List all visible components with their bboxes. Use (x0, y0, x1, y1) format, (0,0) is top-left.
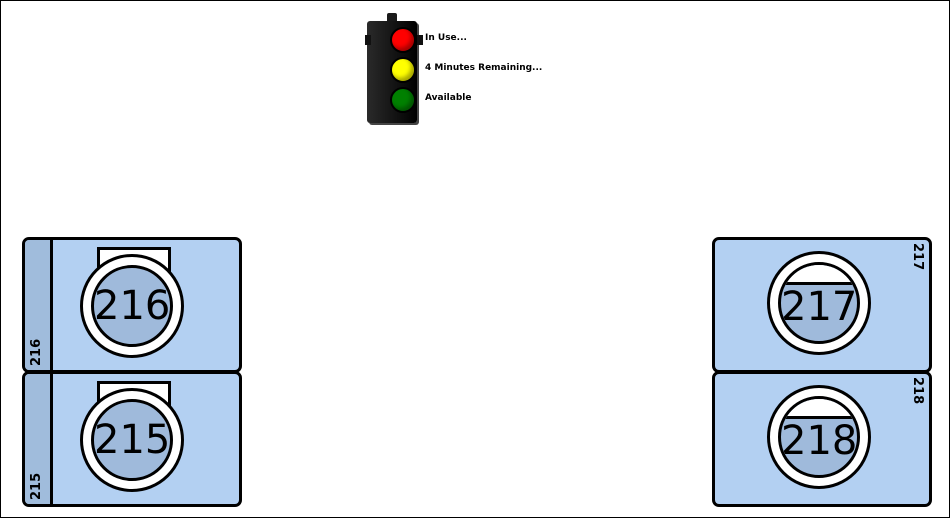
room-215-side-strip: 215 (25, 374, 53, 504)
status-legend: In Use... 4 Minutes Remaining... Availab… (365, 13, 565, 125)
room-218[interactable]: 218 218 (712, 371, 932, 507)
traffic-light-bracket-right (417, 35, 423, 45)
green-light-icon (390, 87, 416, 113)
room-218-fixture-inner: 218 (778, 396, 860, 478)
room-215-fixture-icon: 215 (80, 388, 184, 492)
room-216-number: 216 (94, 283, 171, 329)
room-217-fixture-icon: 217 (767, 251, 871, 355)
room-217-fixture-inner: 217 (778, 262, 860, 344)
room-218-number: 218 (781, 417, 858, 464)
room-215[interactable]: 215 215 (22, 371, 242, 507)
room-218-fixture-icon: 218 (767, 385, 871, 489)
room-215-number: 215 (94, 417, 171, 463)
room-218-fixture-cap (781, 399, 857, 419)
room-217-fixture-cap (781, 265, 857, 285)
room-216-side-label: 216 (29, 338, 44, 366)
room-216[interactable]: 216 216 (22, 237, 242, 373)
room-216-side-strip: 216 (25, 240, 53, 370)
traffic-light-pole (387, 13, 397, 23)
legend-in-use: In Use... (425, 33, 467, 43)
room-217-number: 217 (781, 283, 858, 330)
room-217-side-label: 217 (910, 243, 925, 271)
room-215-fixture-inner: 215 (91, 399, 173, 481)
room-216-fixture-inner: 216 (91, 265, 173, 347)
legend-minutes-remaining: 4 Minutes Remaining... (425, 63, 543, 73)
room-218-side-label: 218 (910, 377, 925, 405)
red-light-icon (390, 27, 416, 53)
room-217[interactable]: 217 217 (712, 237, 932, 373)
room-216-fixture-icon: 216 (80, 254, 184, 358)
traffic-light-bracket-left (365, 35, 371, 45)
legend-available: Available (425, 93, 472, 103)
yellow-light-icon (390, 57, 416, 83)
room-215-side-label: 215 (29, 472, 44, 500)
